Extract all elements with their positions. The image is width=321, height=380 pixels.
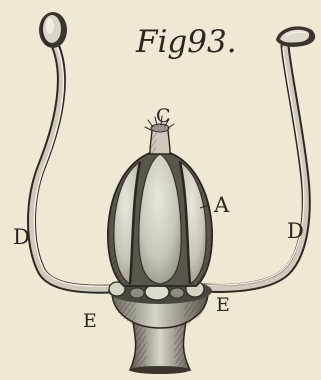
right-stamen bbox=[205, 26, 315, 288]
right-anther bbox=[276, 26, 315, 47]
label-d-left-filament: D bbox=[13, 227, 30, 248]
label-e-left-gland: E bbox=[83, 312, 97, 331]
ovary bbox=[108, 150, 212, 286]
left-anther bbox=[39, 12, 67, 48]
label-a-ovary: A bbox=[214, 195, 229, 216]
left-stamen bbox=[32, 12, 113, 289]
label-c-stigma: C bbox=[156, 107, 171, 126]
label-e-right-gland: E bbox=[216, 296, 230, 315]
label-d-right-filament: D bbox=[287, 221, 304, 242]
flower-receptacle bbox=[112, 292, 208, 374]
figure-title: Fig93. bbox=[136, 27, 237, 58]
